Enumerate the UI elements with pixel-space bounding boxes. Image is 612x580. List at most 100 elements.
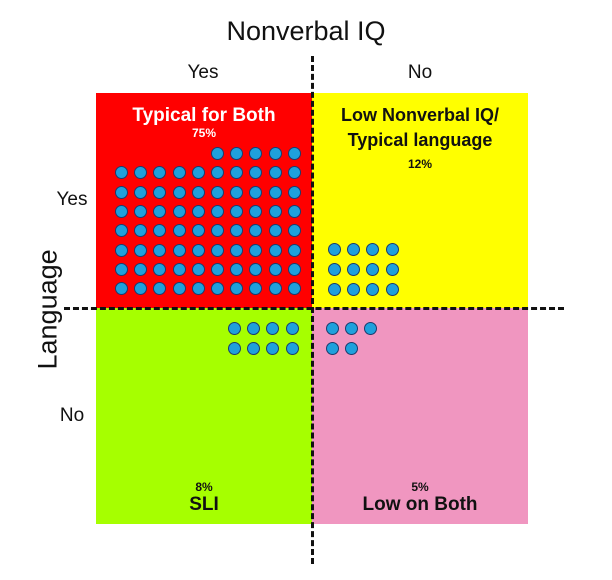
person-dot <box>115 166 128 180</box>
person-dot <box>249 166 263 180</box>
person-dot <box>287 166 301 180</box>
person-dot <box>385 282 399 296</box>
person-dot <box>268 204 282 218</box>
person-dot <box>266 322 280 335</box>
person-dot <box>268 166 282 180</box>
person-dot <box>287 204 301 218</box>
person-dot <box>134 282 148 296</box>
person-dot <box>191 166 205 180</box>
person-dot <box>172 224 186 238</box>
row-label-no: No <box>59 405 85 426</box>
person-dot <box>211 185 224 199</box>
vertical-divider <box>311 56 314 564</box>
person-dot <box>134 204 148 218</box>
horizontal-divider <box>64 307 564 310</box>
quadrant-sli: 8% SLI <box>96 308 312 524</box>
person-dot <box>268 224 282 238</box>
person-dot <box>385 243 399 256</box>
person-dot <box>115 243 128 257</box>
person-dot <box>153 185 167 199</box>
person-dot <box>153 224 167 238</box>
person-dot <box>268 282 282 296</box>
person-dot <box>230 282 244 296</box>
person-dot <box>347 243 361 256</box>
person-dot <box>115 204 128 218</box>
person-dot <box>326 322 339 335</box>
person-dot <box>172 262 186 276</box>
person-dot <box>172 204 186 218</box>
person-dot <box>230 262 244 276</box>
person-dot <box>172 243 186 257</box>
person-dot <box>287 243 301 257</box>
person-dot <box>153 204 167 218</box>
person-dot <box>172 166 186 180</box>
quadrant-percent: 5% <box>411 480 429 494</box>
quadrant-percent: 12% <box>407 157 433 171</box>
person-dot <box>115 282 128 296</box>
person-dot <box>115 185 128 199</box>
person-dot <box>249 224 263 238</box>
person-dot <box>228 341 241 355</box>
person-dot <box>134 243 148 257</box>
person-dot <box>249 243 263 257</box>
person-dot <box>345 322 359 335</box>
person-dot <box>211 204 224 218</box>
quadrant-percent: 75% <box>191 126 217 140</box>
person-dot <box>364 322 378 335</box>
person-dot <box>268 262 282 276</box>
person-dot <box>172 282 186 296</box>
quadrant-title: Low on Both <box>362 494 478 515</box>
person-dot <box>268 243 282 257</box>
person-dot <box>285 341 299 355</box>
person-dot <box>268 185 282 199</box>
person-dot <box>134 185 148 199</box>
person-dot <box>366 282 380 296</box>
person-dot <box>191 262 205 276</box>
quadrant-typical-for-both: Typical for Both 75% <box>96 93 312 308</box>
person-dot <box>228 322 241 335</box>
person-dot <box>285 322 299 335</box>
person-dot <box>211 282 224 296</box>
person-dot <box>230 147 244 160</box>
person-dot <box>326 341 339 355</box>
person-dot <box>153 166 167 180</box>
quadrant-title-line2: Typical language <box>347 130 493 150</box>
person-dot <box>153 282 167 296</box>
row-label-yes: Yes <box>56 189 88 210</box>
quadrant-low-on-both: 5% Low on Both <box>312 308 528 524</box>
quadrant-title-line1: Low Nonverbal IQ/ <box>340 105 500 125</box>
person-dot <box>328 282 341 296</box>
person-dot <box>328 243 341 256</box>
person-dot <box>230 224 244 238</box>
person-dot <box>287 282 301 296</box>
person-dot <box>249 204 263 218</box>
person-dot <box>134 224 148 238</box>
person-dot <box>249 147 263 160</box>
person-dot <box>328 262 341 276</box>
quadrant-low-nonverbal-iq: Low Nonverbal IQ/ Typical language 12% <box>312 93 528 308</box>
person-dot <box>287 224 301 238</box>
side-title: Language <box>32 249 63 370</box>
quadrant-title: Typical for Both <box>132 105 276 126</box>
person-dot <box>230 243 244 257</box>
person-dot <box>211 262 224 276</box>
person-dot <box>385 262 399 276</box>
person-dot <box>366 243 380 256</box>
person-dot <box>247 322 261 335</box>
person-dot <box>230 185 244 199</box>
person-dot <box>191 243 205 257</box>
person-dot <box>249 282 263 296</box>
quadrant-percent: 8% <box>195 480 213 494</box>
person-dot <box>287 262 301 276</box>
person-dot <box>115 224 128 238</box>
person-dot <box>347 262 361 276</box>
person-dot <box>268 147 282 160</box>
person-dot <box>266 341 280 355</box>
person-dot <box>191 204 205 218</box>
quadrant-title: SLI <box>189 494 219 515</box>
person-dot <box>153 243 167 257</box>
person-dot <box>366 262 380 276</box>
person-dot <box>134 166 148 180</box>
person-dot <box>153 262 167 276</box>
person-dot <box>247 341 261 355</box>
